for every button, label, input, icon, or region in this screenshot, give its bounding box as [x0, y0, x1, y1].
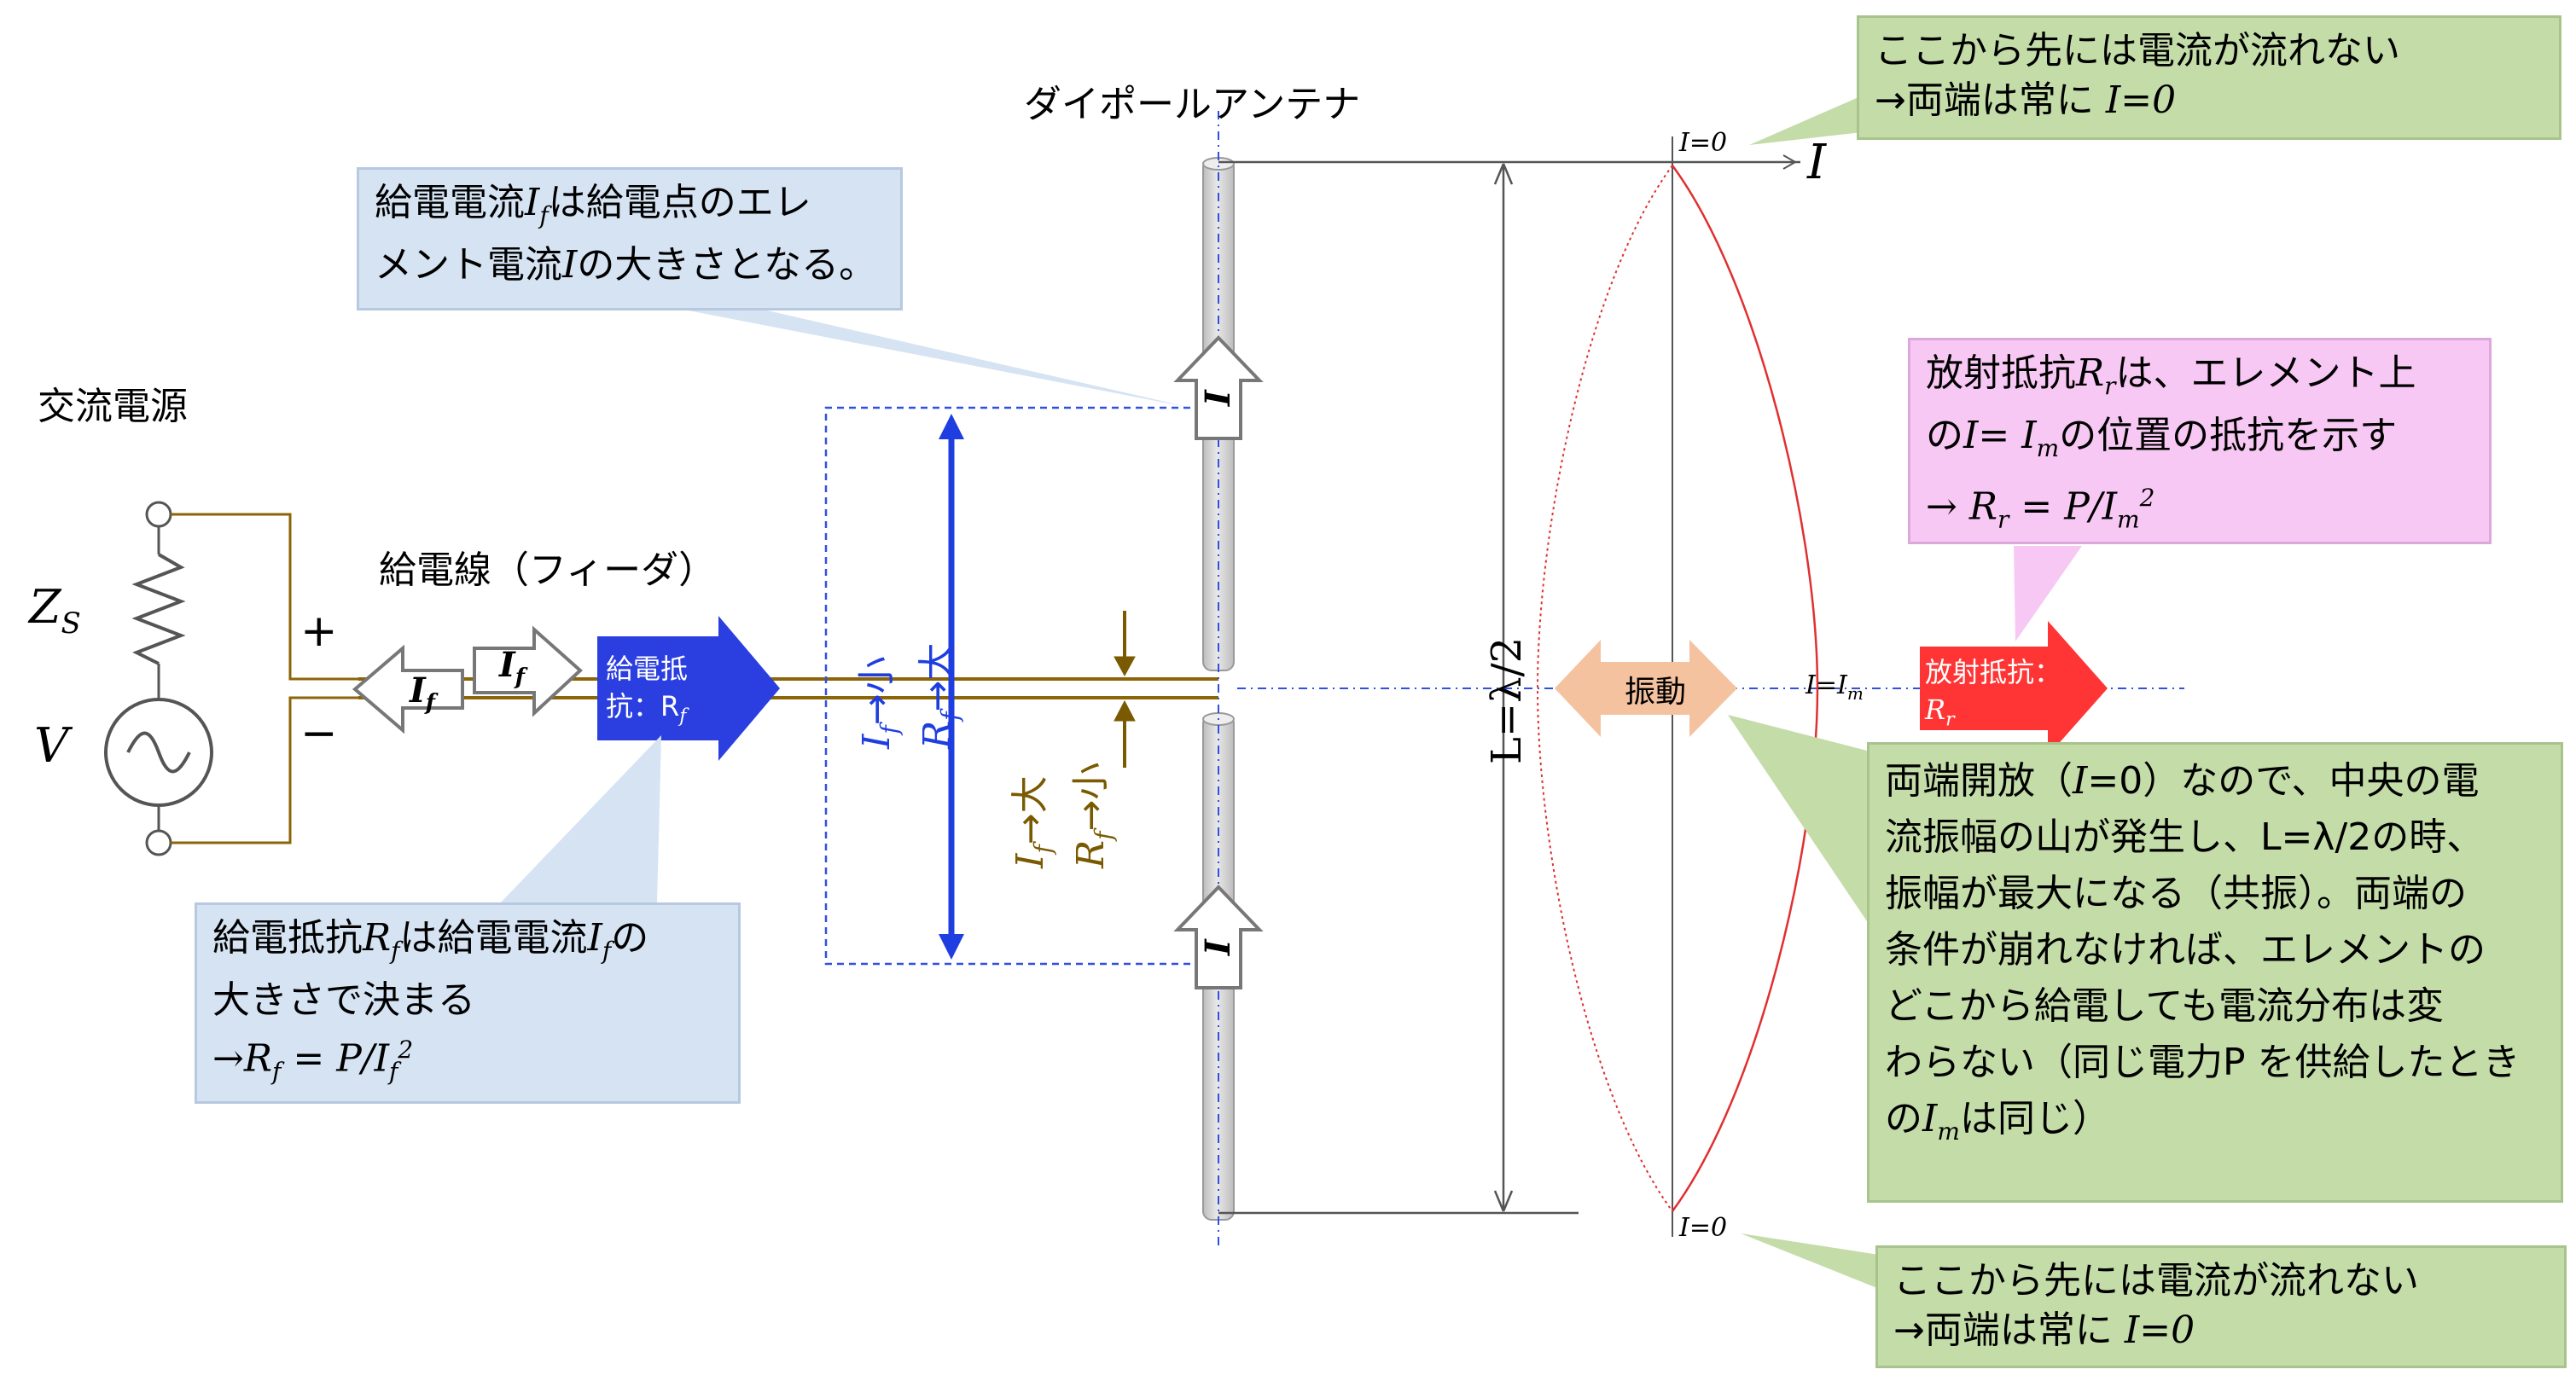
callout-pointer-feed-current	[648, 303, 1191, 408]
plus-sign: +	[300, 606, 338, 657]
source-voltage-label: V	[34, 718, 69, 774]
callout-radiation: 放射抵抗Rrは、エレメント上 のI= Imの位置の抵抗を示す → Rr = P/…	[1908, 338, 2492, 544]
radiation-resistance-label: 放射抵抗： Rr	[1925, 656, 2062, 731]
element-current-arrow-top	[1173, 335, 1264, 440]
feed-current-label-left: If	[410, 670, 435, 716]
blue-relation-text: If→小 Rf→大	[855, 642, 964, 749]
brown-relation-text: If→大 Rf→小	[1009, 762, 1118, 868]
feed-current-arrow-left	[352, 644, 464, 734]
callout-feed-current: 給電電流Ifは給電点のエレ メント電流Iの大きさとなる。	[357, 167, 903, 310]
feed-resistance-label: 給電抵 抗：Rf	[606, 653, 689, 728]
current-zero-top: I=0	[1679, 128, 1728, 158]
current-zero-bottom: I=0	[1679, 1213, 1728, 1243]
feeder-label: 給電線（フィーダ）	[379, 548, 717, 592]
element-current-label-bottom: I	[1198, 939, 1238, 955]
minus-sign: −	[300, 708, 338, 759]
feed-resistance-arrow	[597, 616, 780, 761]
vibration-label: 振動	[1625, 675, 1687, 710]
vibration-arrow	[1555, 640, 1737, 737]
ac-source-circuit	[104, 501, 358, 856]
dipole-title: ダイポールアンテナ	[1024, 83, 1361, 126]
element-current-label-top: I	[1198, 390, 1238, 406]
current-distribution-curve	[1671, 165, 1819, 1212]
source-impedance-label: ZS	[29, 580, 81, 641]
callout-bottom-right: ここから先には電流が流れない →両端は常に I=0	[1875, 1245, 2567, 1368]
feed-current-arrow-right	[473, 625, 583, 717]
blue-double-arrow	[939, 414, 964, 960]
current-axis-label: I	[1807, 135, 1827, 190]
callout-top-right: ここから先には電流が流れない →両端は常に I=0	[1857, 15, 2561, 140]
brown-gap-arrows	[1114, 611, 1136, 768]
length-label: L=λ/2	[1483, 636, 1531, 764]
ac-source-label: 交流電源	[38, 385, 188, 428]
callout-resonance: 両端開放（I=0）なので、中央の電 流振幅の山が発生し、L=λ/2の時、 振幅が…	[1867, 742, 2563, 1203]
bottom-terminal-icon	[145, 829, 172, 856]
feed-current-label-right: If	[499, 645, 525, 690]
top-terminal-icon	[145, 501, 172, 528]
feed-region-dashed-box	[824, 406, 1190, 966]
element-current-arrow-bottom	[1173, 885, 1264, 989]
current-distribution-curve-mirror	[1536, 165, 1673, 1212]
radiation-resistance-arrow	[1920, 621, 2108, 756]
callout-pointer-feed-res	[499, 735, 661, 904]
callout-pointer-radiation	[2014, 546, 2082, 641]
callout-feed-resistance: 給電抵抗Rfは給電電流Ifの 大きさで決まる →Rf = P/If2	[195, 902, 741, 1104]
current-max-label: I=Im	[1806, 670, 1864, 704]
resistor-icon	[131, 553, 186, 665]
callout-pointer-resonance	[1728, 715, 1867, 921]
